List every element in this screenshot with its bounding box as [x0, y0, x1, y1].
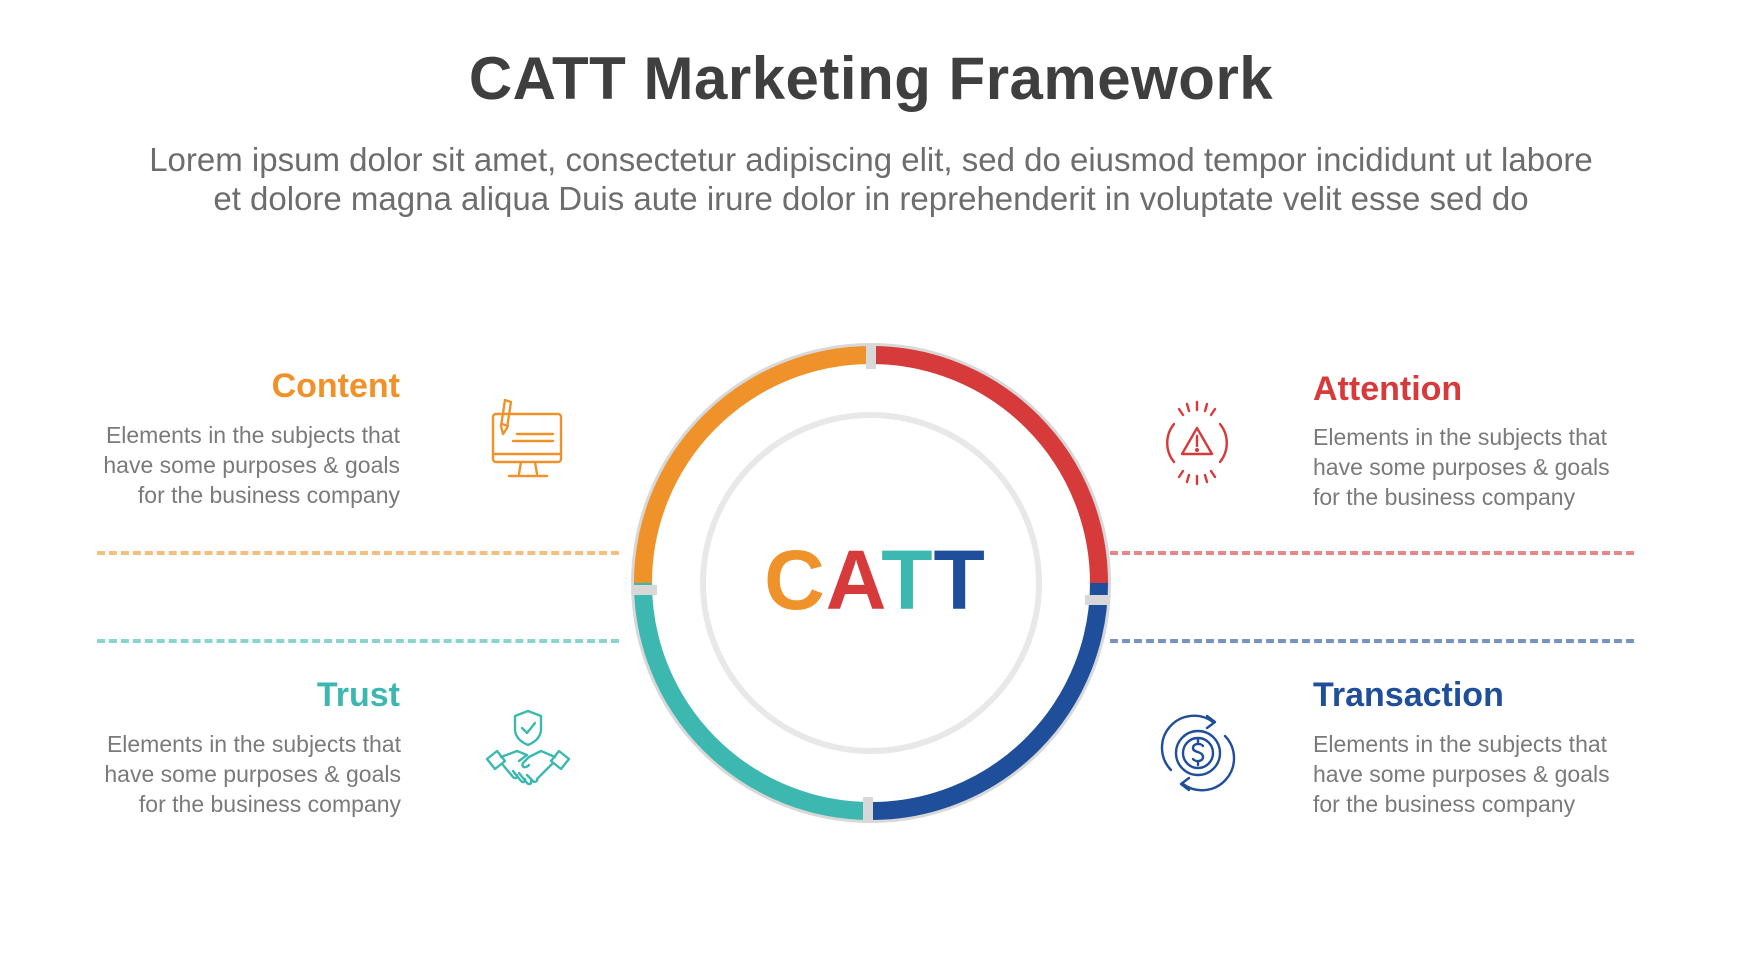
attention-arc — [870, 346, 1108, 584]
attention-dashed-line — [1110, 551, 1634, 555]
inner-ring — [700, 412, 1042, 754]
transaction-dashed-line — [1110, 639, 1634, 643]
warning-alert-icon — [1152, 398, 1242, 488]
transaction-description: Elements in the subjects that have some … — [1313, 729, 1643, 819]
transaction-desc-line-3: for the business company — [1313, 791, 1576, 817]
gap-bottom — [863, 797, 873, 821]
subtitle-line-2: et dolore magna aliqua Duis aute irure d… — [213, 180, 1529, 217]
center-letter-a: A — [825, 533, 882, 627]
trust-desc-line-3: for the business company — [138, 791, 401, 817]
attention-heading: Attention — [1313, 370, 1463, 408]
handshake-shield-icon — [483, 707, 573, 797]
trust-desc-line-1: Elements in the subjects that — [106, 731, 401, 757]
trust-description: Elements in the subjects that have some … — [71, 729, 401, 819]
content-desc-line-3: for the business company — [137, 482, 400, 508]
trust-dashed-line — [97, 639, 619, 643]
content-arc — [634, 346, 872, 584]
gap-left — [633, 585, 657, 595]
center-letter-c: C — [764, 533, 826, 627]
transaction-desc-line-2: have some purposes & goals — [1313, 761, 1610, 787]
subtitle-line-1: Lorem ipsum dolor sit amet, consectetur … — [149, 141, 1593, 178]
center-letter-t2: T — [933, 533, 986, 627]
content-desc-line-2: have some purposes & goals — [103, 452, 400, 478]
gap-top — [866, 345, 876, 369]
computer-monitor-pen-icon — [483, 398, 573, 488]
page-subtitle: Lorem ipsum dolor sit amet, consectetur … — [80, 140, 1662, 218]
trust-arc — [634, 582, 872, 820]
gap-right — [1085, 595, 1109, 605]
content-desc-line-1: Elements in the subjects that — [105, 422, 400, 448]
transaction-desc-line-1: Elements in the subjects that — [1313, 731, 1608, 757]
transaction-arc — [870, 582, 1108, 820]
dollar-cycle-icon — [1153, 708, 1243, 798]
attention-desc-line-3: for the business company — [1313, 484, 1576, 510]
trust-heading: Trust — [316, 676, 400, 714]
trust-desc-line-2: have some purposes & goals — [104, 761, 401, 787]
page-title: CATT Marketing Framework — [468, 45, 1274, 112]
attention-desc-line-1: Elements in the subjects that — [1313, 424, 1608, 450]
content-dashed-line — [97, 551, 619, 555]
catt-center-word: CATT — [700, 530, 1050, 630]
attention-description: Elements in the subjects that have some … — [1313, 422, 1643, 512]
content-description: Elements in the subjects that have some … — [70, 420, 400, 510]
content-heading: Content — [271, 367, 400, 405]
center-letter-t1: T — [881, 533, 934, 627]
transaction-heading: Transaction — [1313, 676, 1504, 714]
attention-desc-line-2: have some purposes & goals — [1313, 454, 1610, 480]
